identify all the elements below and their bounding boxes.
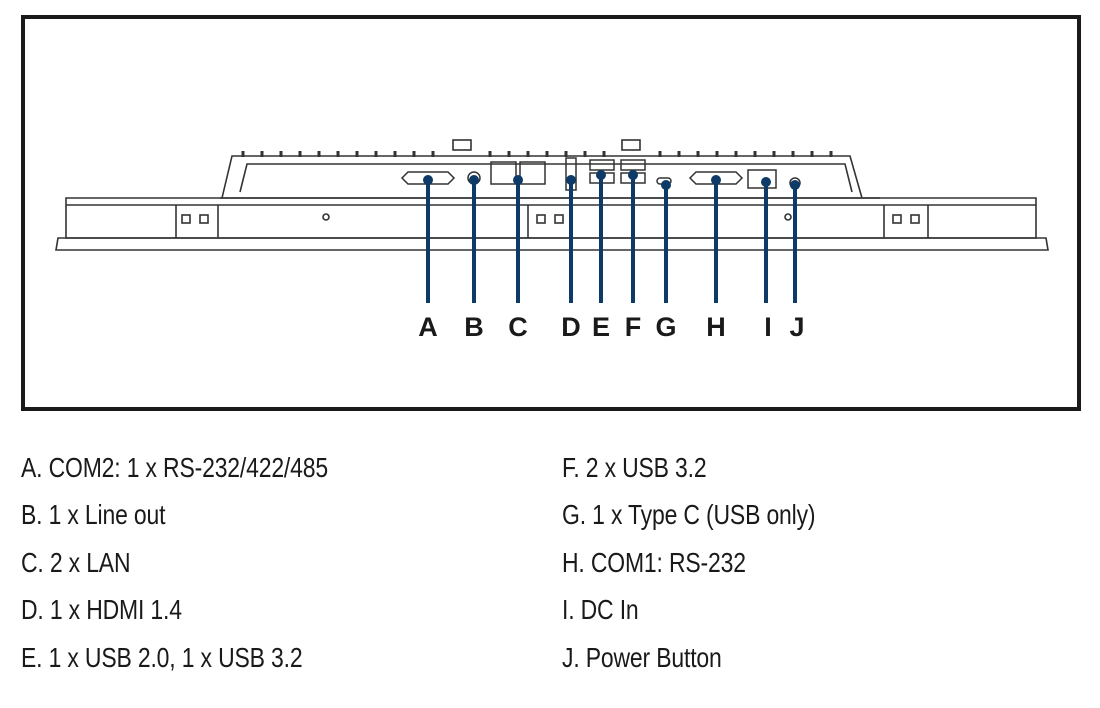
leader-dot-e bbox=[596, 170, 606, 180]
diagram-frame bbox=[21, 15, 1081, 411]
com1-port bbox=[688, 171, 744, 185]
leader-lines bbox=[423, 170, 800, 303]
port-letter-c: C bbox=[508, 312, 528, 342]
leader-dot-j bbox=[790, 180, 800, 190]
front-bezel bbox=[55, 197, 1049, 251]
legend-item-f: F. 2 x USB 3.2 bbox=[562, 452, 707, 483]
legend-item-i: I. DC In bbox=[562, 594, 639, 625]
lan-port-2 bbox=[519, 161, 546, 185]
leader-dot-c bbox=[513, 175, 523, 185]
leader-dot-h bbox=[711, 175, 721, 185]
port-letter-b: B bbox=[464, 312, 484, 342]
port-letter-h: H bbox=[706, 312, 726, 342]
legend-item-e: E. 1 x USB 2.0, 1 x USB 3.2 bbox=[21, 642, 303, 673]
legend-item-h: H. COM1: RS-232 bbox=[562, 547, 746, 578]
usb-f-top bbox=[620, 159, 646, 171]
dc-in-port bbox=[747, 169, 777, 189]
leader-dot-g bbox=[661, 180, 671, 190]
leader-dot-d bbox=[566, 175, 576, 185]
port-letter-e: E bbox=[592, 312, 610, 342]
com2-port bbox=[400, 171, 456, 185]
leader-dot-i bbox=[761, 177, 771, 187]
port-letter-i: I bbox=[764, 312, 772, 342]
legend-item-a: A. COM2: 1 x RS-232/422/485 bbox=[21, 452, 328, 483]
port-letter-d: D bbox=[561, 312, 581, 342]
legend-item-d: D. 1 x HDMI 1.4 bbox=[21, 594, 182, 625]
lan-port-1 bbox=[490, 161, 517, 185]
port-letter-g: G bbox=[655, 312, 676, 342]
legend-item-j: J. Power Button bbox=[562, 642, 722, 673]
port-letter-f: F bbox=[625, 312, 642, 342]
usb-e-top bbox=[589, 159, 615, 171]
legend-item-g: G. 1 x Type C (USB only) bbox=[562, 499, 816, 530]
leader-dot-f bbox=[628, 170, 638, 180]
port-letter-j: J bbox=[789, 312, 804, 342]
legend-item-c: C. 2 x LAN bbox=[21, 547, 131, 578]
leader-dot-a bbox=[423, 175, 433, 185]
cooling-fins bbox=[241, 151, 833, 157]
port-letter-a: A bbox=[418, 312, 438, 342]
legend-item-b: B. 1 x Line out bbox=[21, 499, 166, 530]
chassis-body bbox=[220, 139, 880, 199]
leader-dot-b bbox=[469, 175, 479, 185]
